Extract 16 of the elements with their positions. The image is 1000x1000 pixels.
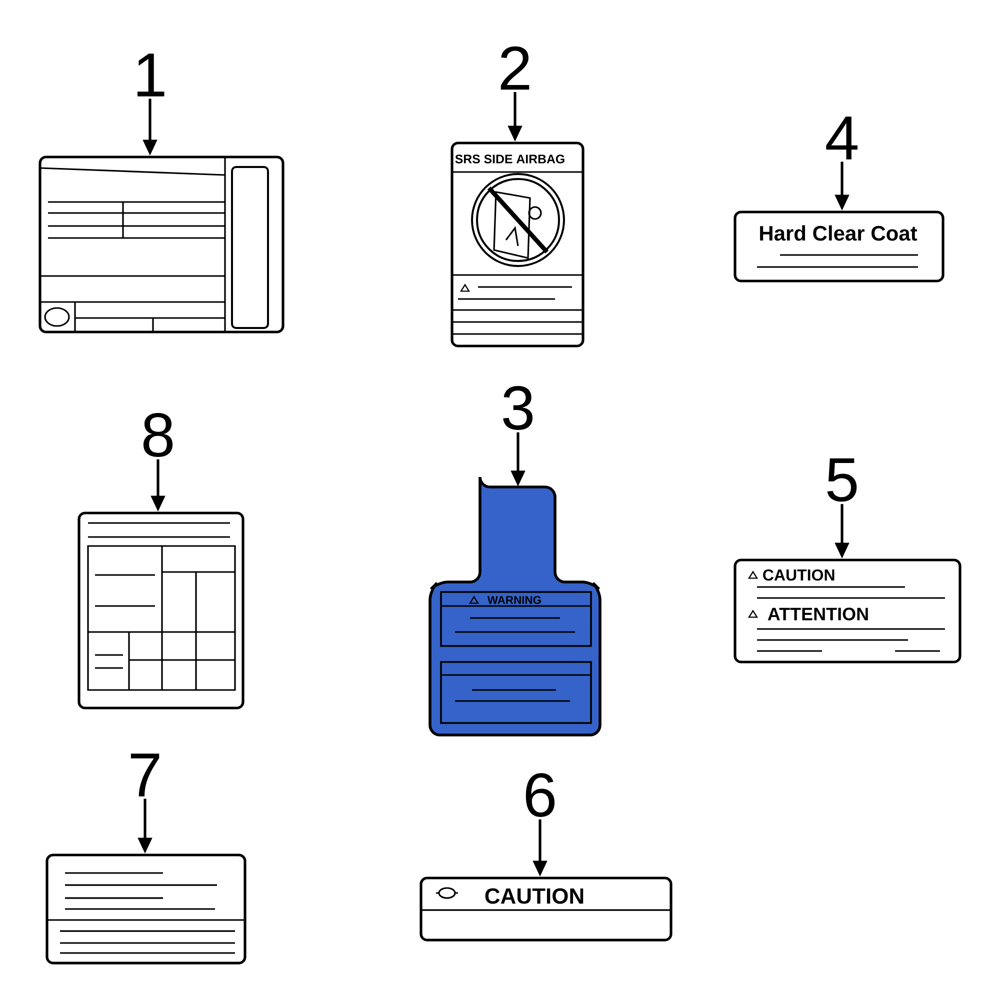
callout-number: 2 bbox=[500, 46, 530, 90]
callout-number: 6 bbox=[526, 773, 555, 817]
info-label-drawing bbox=[46, 854, 246, 964]
warning-tag: WARNING bbox=[428, 476, 602, 736]
coat-label: Hard Clear Coat bbox=[734, 210, 944, 282]
callout-number: 7 bbox=[130, 754, 160, 796]
callout-number: 3 bbox=[503, 386, 533, 430]
caution-label: CAUTION ATTENTION bbox=[734, 558, 962, 664]
caution-label: CAUTION bbox=[420, 876, 672, 942]
airbag-label: SRS SIDE AIRBAG bbox=[450, 142, 584, 348]
callout-number: 5 bbox=[827, 458, 857, 502]
callout-number: 8 bbox=[143, 413, 173, 457]
callout-number: 4 bbox=[826, 116, 858, 160]
callout-number: 1 bbox=[138, 54, 164, 96]
label-drawing bbox=[38, 156, 284, 334]
table-label-drawing bbox=[78, 512, 244, 710]
